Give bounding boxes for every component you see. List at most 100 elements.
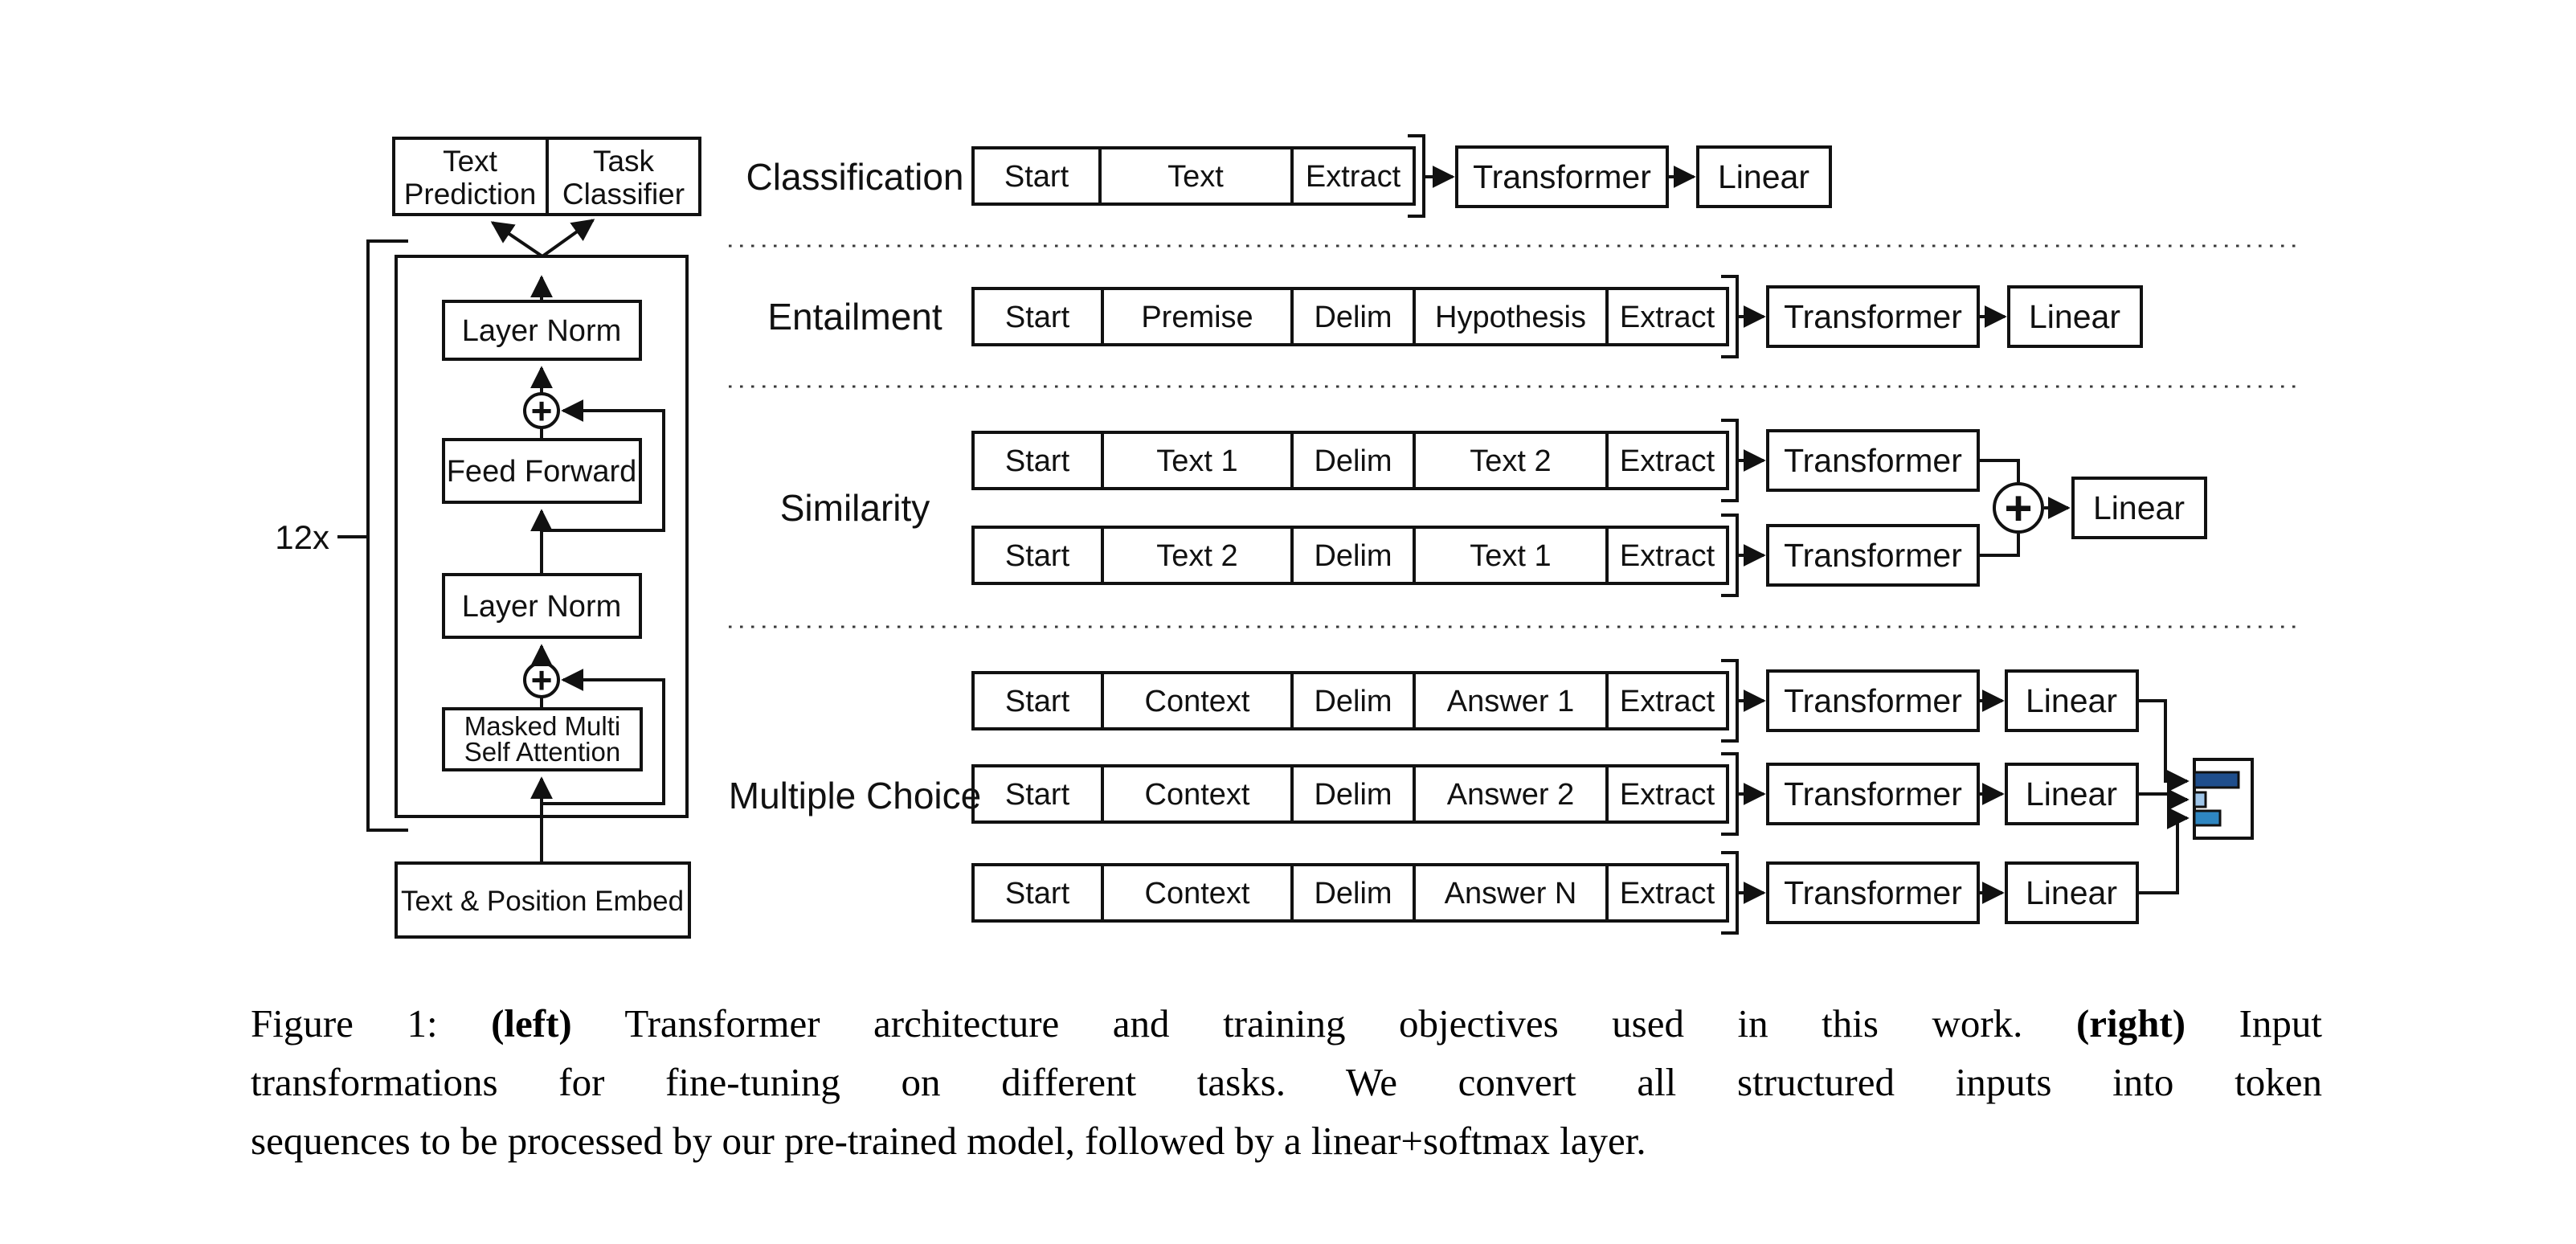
caption-text: Transformer architecture and training ob…: [571, 1001, 2076, 1046]
layer-norm-top-label: Layer Norm: [462, 314, 622, 348]
sequence-bracket: [1721, 514, 1739, 597]
wire-transformer2-to-add: [1978, 534, 2020, 557]
token-label: Extract: [1306, 160, 1401, 194]
token-extract-cell: [1605, 764, 1729, 824]
arrow-to-task-classifier: [541, 219, 595, 258]
token-label: Start: [1005, 877, 1070, 910]
token-label: Extract: [1620, 778, 1715, 812]
token-label: Extract: [1620, 539, 1715, 573]
token-label: Delim: [1314, 444, 1392, 478]
token-label: Start: [1005, 539, 1070, 573]
token-label: Answer 2: [1447, 778, 1574, 812]
embed-box: [395, 861, 691, 939]
token-label: Context: [1145, 685, 1250, 718]
token-label: Delim: [1314, 301, 1392, 334]
transformer-label: Transformer: [1473, 158, 1651, 195]
linear-label: Linear: [1718, 158, 1809, 195]
token-extract-cell: [1290, 146, 1416, 206]
sequence-bracket: [1721, 659, 1739, 743]
sequence-bracket: [1408, 134, 1425, 218]
caption-left-bold: (left): [491, 1001, 572, 1046]
transformer-label: Transformer: [1784, 874, 1962, 911]
token-label: Extract: [1620, 685, 1715, 718]
caption-line-3: sequences to be processed by our pre-tra…: [251, 1119, 1646, 1163]
linear-label: Linear: [2029, 298, 2120, 335]
text-prediction-label-line2: Prediction: [404, 178, 537, 211]
token-label: Start: [1005, 301, 1070, 334]
section-label-entailment: Entailment: [767, 296, 942, 338]
token-extract-cell: [1605, 287, 1729, 346]
linear-label: Linear: [2026, 682, 2117, 719]
transformer-label: Transformer: [1784, 537, 1962, 574]
transformer-label: Transformer: [1784, 298, 1962, 335]
linear-label: Linear: [2026, 874, 2117, 911]
feed-forward-label: Feed Forward: [447, 455, 637, 489]
token-label: Text 2: [1156, 539, 1237, 573]
token-label: Delim: [1314, 685, 1392, 718]
token-label: Hypothesis: [1435, 301, 1586, 334]
plus-icon: +: [2004, 481, 2032, 535]
token-label: Delim: [1314, 539, 1392, 573]
plus-icon: +: [531, 659, 553, 701]
repeat-bracket: [366, 239, 408, 832]
wire-linear1-to-chart: [2137, 699, 2190, 792]
linear-box: [2007, 285, 2143, 348]
sequence-bracket: [1721, 419, 1739, 502]
token-label: Extract: [1620, 444, 1715, 478]
token-label: Text: [1167, 160, 1224, 194]
repeat-label: 12x: [275, 518, 329, 556]
task-classifier-label-line2: Classifier: [562, 178, 685, 211]
token-label: Start: [1005, 685, 1070, 718]
token-label: Delim: [1314, 877, 1392, 910]
token-label: Text 1: [1156, 444, 1237, 478]
text-prediction-label-line1: Text: [443, 145, 498, 178]
masked-attention-label-line2: Self Attention: [464, 737, 620, 767]
token-extract-cell: [1605, 431, 1729, 490]
transformer-label: Transformer: [1784, 775, 1962, 812]
chart-bar-answer-2: [2193, 791, 2207, 808]
caption-line-2: transformations for fine-tuning on diffe…: [251, 1060, 2322, 1104]
section-label-classification: Classification: [746, 156, 964, 198]
token-label: Context: [1145, 877, 1250, 910]
token-label: Start: [1004, 160, 1069, 194]
sequence-bracket: [1721, 275, 1739, 358]
figure-caption: Figure 1: (left) Transformer architectur…: [251, 994, 2322, 1170]
caption-text: Input: [2186, 1001, 2323, 1046]
sum-add-circle: [1993, 482, 2044, 534]
token-label: Premise: [1141, 301, 1253, 334]
transformer-label: Transformer: [1784, 682, 1962, 719]
residual-wire-1: [542, 399, 665, 532]
linear-box: [1696, 145, 1832, 208]
token-extract-cell: [1605, 671, 1729, 730]
sequence-bracket: [1721, 752, 1739, 836]
wire-linear2-to-chart: [2137, 788, 2190, 811]
token-label: Start: [1005, 778, 1070, 812]
chart-bar-answer-3: [2193, 809, 2222, 827]
caption-right-bold: (right): [2075, 1001, 2186, 1046]
token-extract-cell: [1605, 526, 1729, 585]
token-label: Context: [1145, 778, 1250, 812]
token-label: Delim: [1314, 778, 1392, 812]
plus-icon: +: [531, 390, 553, 432]
token-label: Answer N: [1445, 877, 1577, 910]
embed-label: Text & Position Embed: [401, 886, 684, 917]
token-label: Answer 1: [1447, 685, 1574, 718]
wire-transformer1-to-add: [1978, 459, 2020, 482]
task-classifier-box: [546, 137, 701, 216]
layer-norm-bottom-box: [442, 573, 642, 639]
linear-label: Linear: [2093, 489, 2185, 526]
caption-line-1: Figure 1: (left) Transformer architectur…: [251, 994, 2322, 1053]
arrow-to-text-prediction: [490, 221, 544, 258]
sequence-bracket: [1721, 851, 1739, 935]
section-label-similarity: Similarity: [780, 487, 930, 529]
wire-linear3-to-chart: [2137, 807, 2190, 894]
chart-bar-answer-1: [2193, 771, 2240, 789]
residual-wire-2: [542, 669, 665, 805]
layer-norm-bottom-label: Layer Norm: [462, 590, 622, 624]
token-label: Start: [1005, 444, 1070, 478]
caption-figure-number: Figure 1:: [251, 1001, 492, 1046]
transformer-label: Transformer: [1784, 442, 1962, 479]
figure-diagram: 12x Text Prediction Task Classifier Laye…: [275, 134, 2298, 939]
token-label: Text 1: [1470, 539, 1551, 573]
